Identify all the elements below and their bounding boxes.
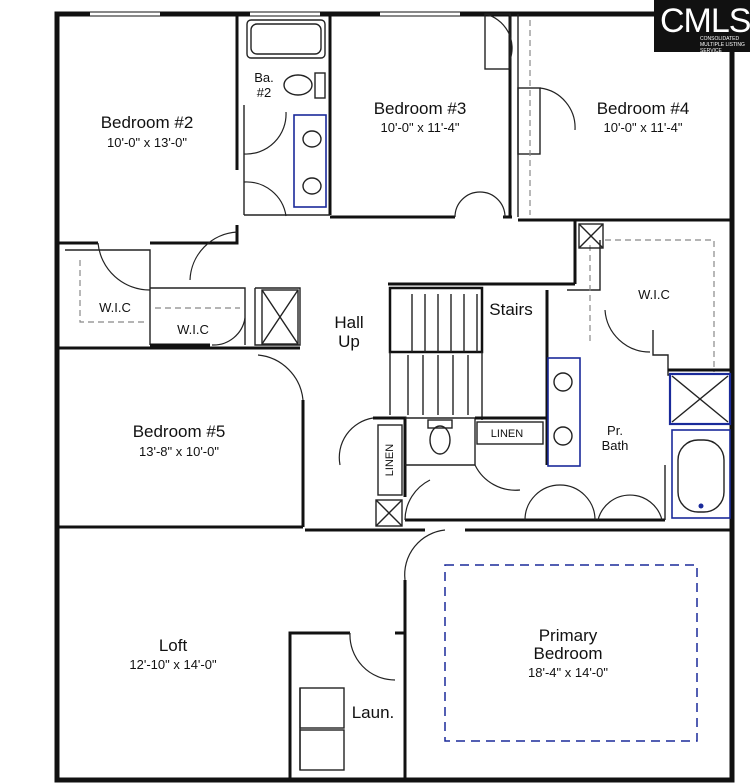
linen-vertical-name: LINEN <box>384 444 396 476</box>
room-labels: Bedroom #2 10'-0" x 13'-0" Ba. #2 Bedroo… <box>99 70 689 722</box>
wic-primary-name: W.I.C <box>638 287 670 302</box>
door-swings <box>97 13 663 681</box>
bedroom3-dims: 10'-0" x 11'-4" <box>381 120 460 135</box>
wic-mid-name: W.I.C <box>177 322 209 337</box>
interior-walls <box>57 13 732 780</box>
stairs-name: Stairs <box>489 300 532 319</box>
loft-dims: 12'-10" x 14'-0" <box>129 657 217 672</box>
exterior-walls <box>54 11 735 783</box>
primary-bath-name-line1: Pr. <box>607 423 623 438</box>
laundry-name: Laun. <box>352 703 395 722</box>
bedroom2-dims: 10'-0" x 13'-0" <box>107 135 187 150</box>
bedroom5-name: Bedroom #5 <box>133 422 226 441</box>
bedroom4-name: Bedroom #4 <box>597 99 690 118</box>
bedroom3-name: Bedroom #3 <box>374 99 467 118</box>
cmls-logo: CMLS CONSOLIDATED MULTIPLE LISTING SERVI… <box>654 0 750 54</box>
wic-shelf-lines <box>79 20 591 345</box>
loft-name: Loft <box>159 636 188 655</box>
linen-horizontal-name: LINEN <box>491 428 523 440</box>
primary-bath-name-line2: Bath <box>602 438 629 453</box>
bath2-name-line2: #2 <box>257 85 271 100</box>
cmls-logo-mark: CMLS <box>660 2 750 40</box>
hall-name-line2: Up <box>338 332 360 351</box>
primary-bedroom-dims: 18'-4" x 14'-0" <box>528 665 608 680</box>
cmls-logo-subtitle: CONSOLIDATED MULTIPLE LISTING SERVICE <box>700 36 750 54</box>
hall-name-line1: Hall <box>334 313 363 332</box>
primary-bedroom-name-line2: Bedroom <box>534 644 603 663</box>
cmls-logo-sub-line2: MULTIPLE LISTING SERVICE <box>700 42 745 54</box>
bedroom2-name: Bedroom #2 <box>101 113 194 132</box>
linen-shelves <box>261 223 604 527</box>
primary-bedroom-name-line1: Primary <box>539 626 598 645</box>
laundry-fixtures <box>299 687 345 771</box>
bedroom5-dims: 13'-8" x 10'-0" <box>139 444 219 459</box>
primary-bath-fixtures <box>427 357 732 519</box>
wic-left-name: W.I.C <box>99 300 131 315</box>
bath2-fixtures <box>246 19 327 208</box>
bedroom4-dims: 10'-0" x 11'-4" <box>604 120 683 135</box>
cmls-logo-sub-line1: CONSOLIDATED <box>700 36 740 42</box>
bath2-name-line1: Ba. <box>254 70 274 85</box>
primary-bedroom-ceiling <box>444 564 698 742</box>
stair-treads <box>407 294 478 415</box>
